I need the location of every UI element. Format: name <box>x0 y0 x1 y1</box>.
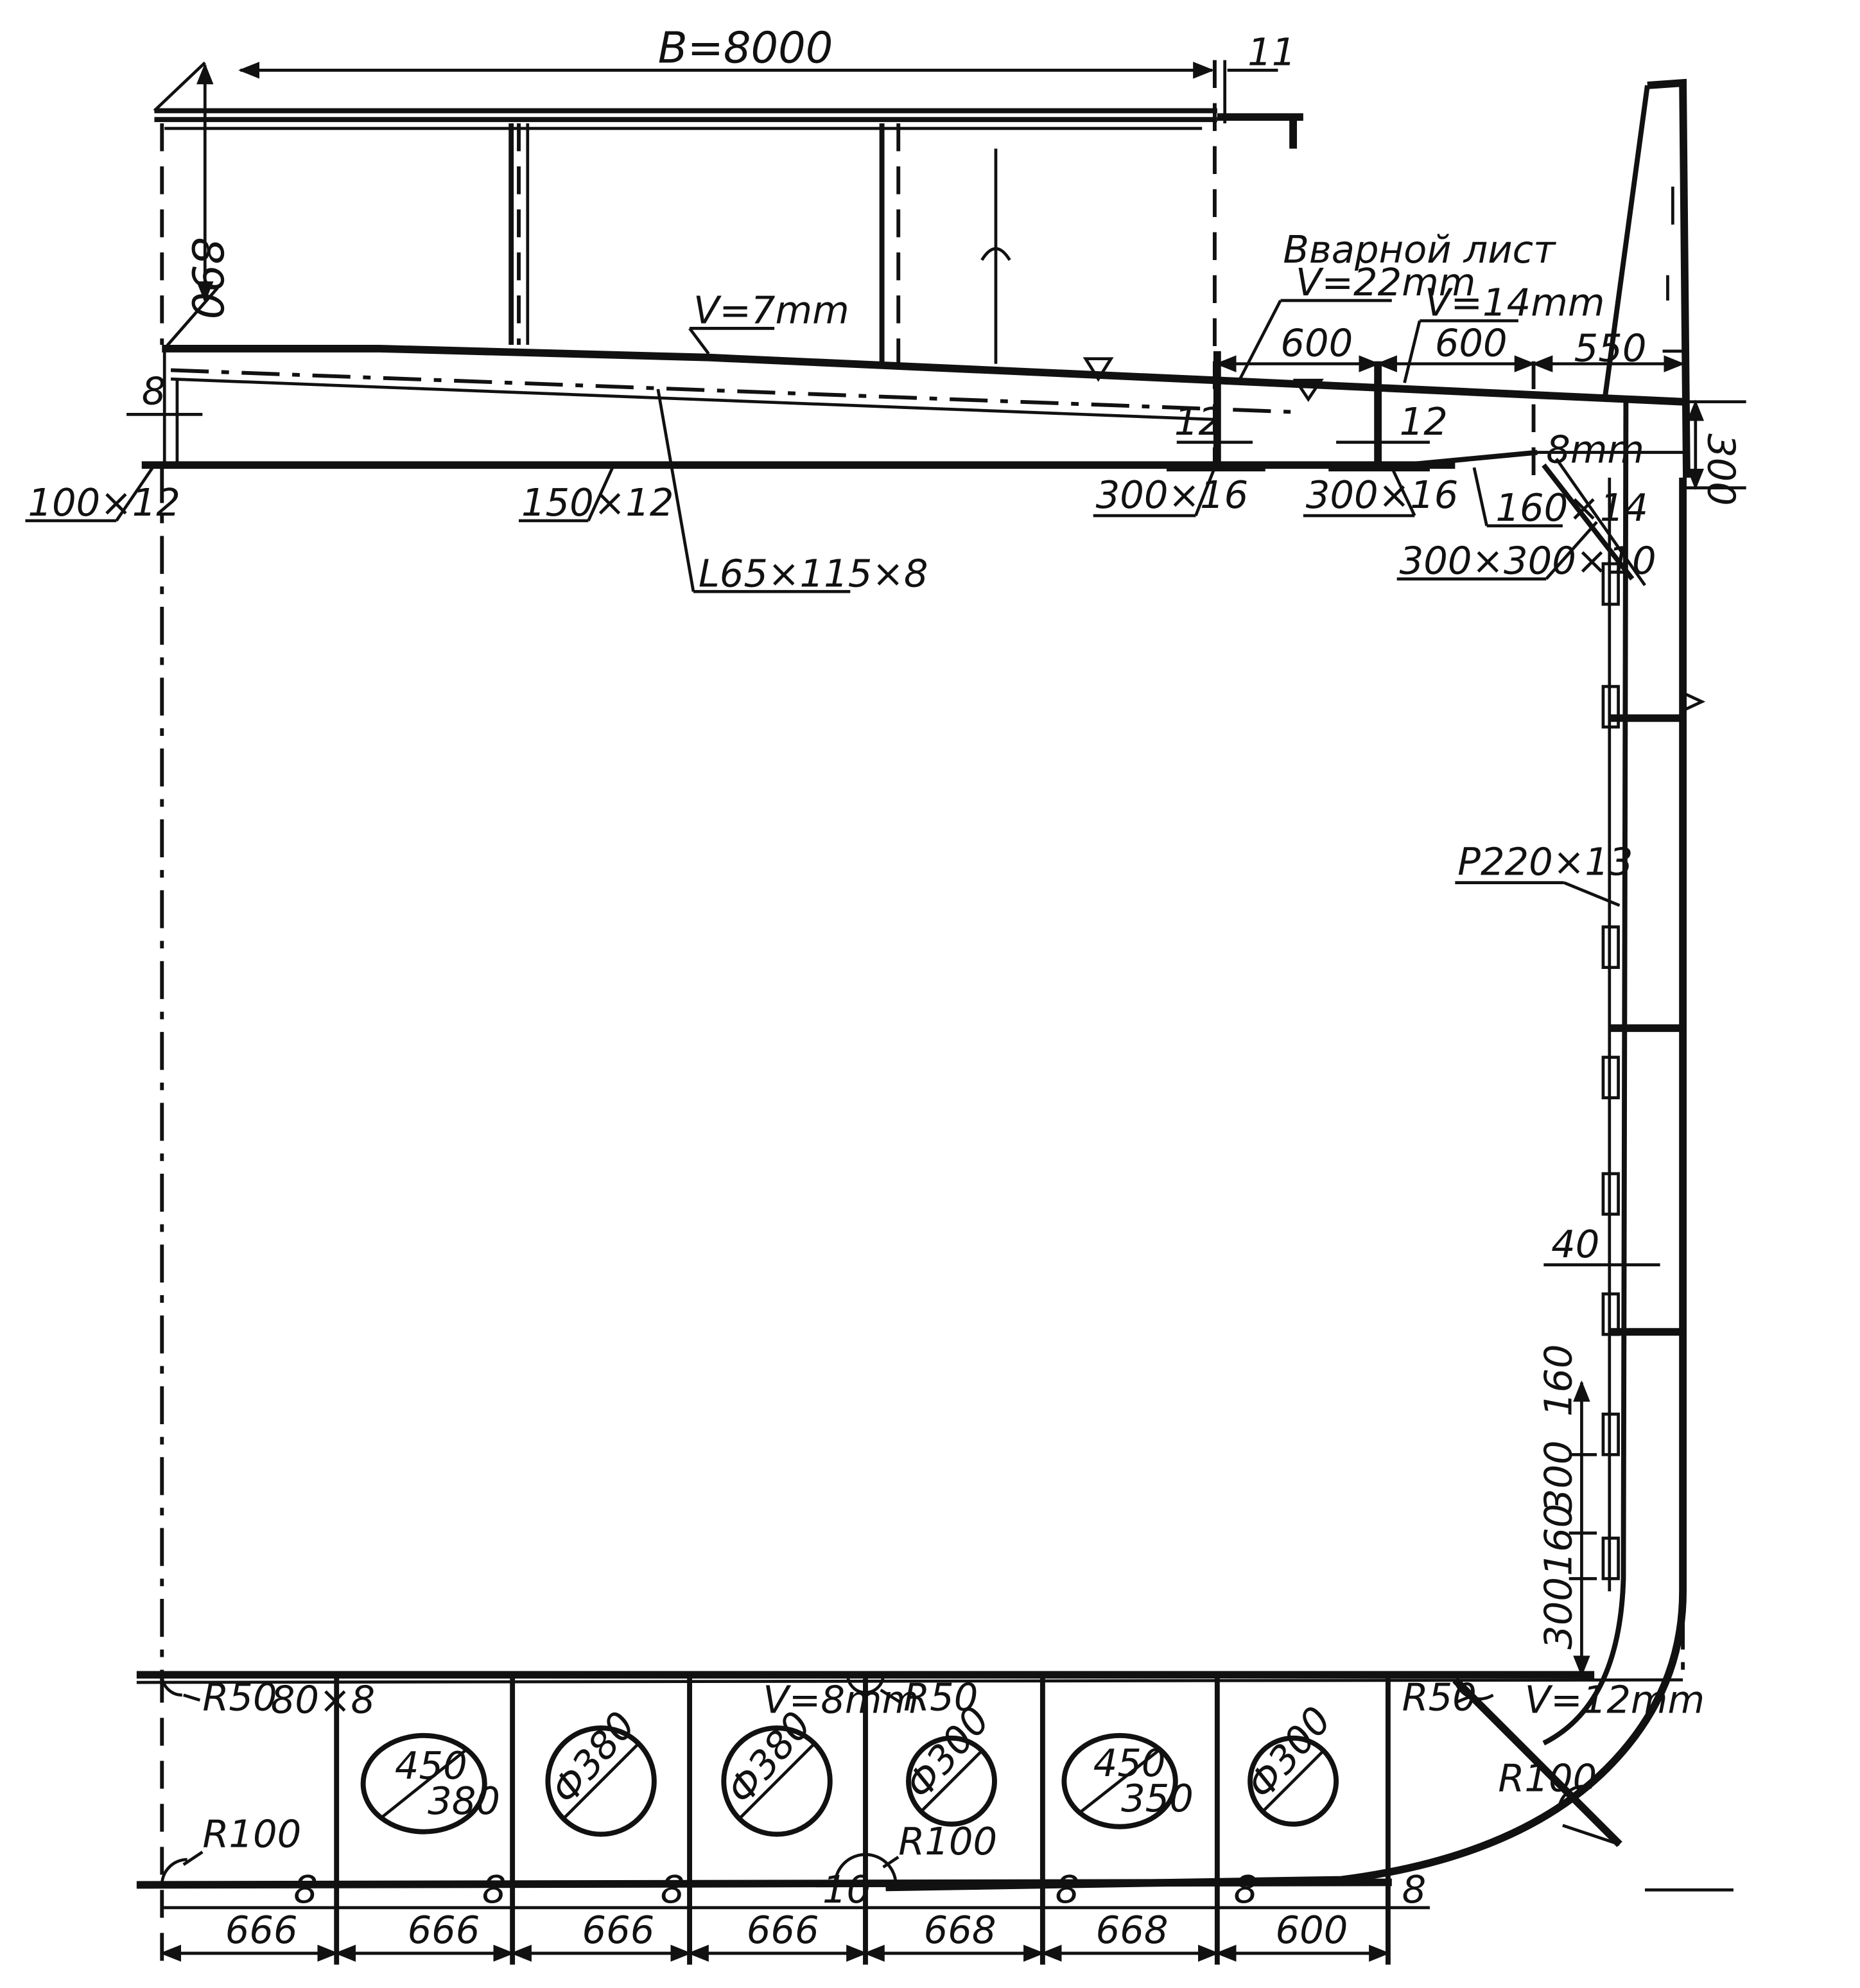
hole1-bottom: 380 <box>428 1779 500 1823</box>
dim-600b: 600 <box>1435 321 1508 365</box>
dim-12a: 12 <box>1174 399 1222 444</box>
gap-label: 11 <box>1247 30 1296 74</box>
top-dimensions: 600 600 550 300 8 12 12 <box>126 321 1746 506</box>
profile-100x12: 100×12 <box>28 480 180 525</box>
dim-300a: 300 <box>1536 1440 1581 1513</box>
radius-r50b: R50 <box>903 1675 978 1719</box>
hole-round-6 <box>1247 1735 1339 1827</box>
hatch-coaming <box>154 60 1303 472</box>
profile-frame: P220×13 <box>1457 840 1633 884</box>
side-dimensions: 40 160 300 160 300 <box>1536 1222 1660 1677</box>
radius-labels: R50 R50 R50 R100 R100 R100 <box>182 1675 1597 1869</box>
hole-round-3 <box>721 1725 833 1837</box>
thk-1: 8 <box>293 1867 318 1912</box>
bracket-plate-label: 8mm <box>1546 427 1644 471</box>
hole5-bottom: 350 <box>1121 1776 1194 1820</box>
dim-600a: 600 <box>1280 321 1353 365</box>
hole2-label: Ф380 <box>543 1703 644 1812</box>
plate-labels: V=7mm Вварной лист V=22mm V=14mm 8mm V=1… <box>688 227 1705 1722</box>
hole1-top: 450 <box>395 1743 467 1788</box>
radius-r50c: R50 <box>1402 1675 1477 1719</box>
breadth-dimension: В=8000 11 <box>153 23 1296 112</box>
profile-angle: L65×115×8 <box>699 551 928 595</box>
hole-oval-1 <box>360 1732 487 1835</box>
spacing-7: 600 <box>1276 1908 1348 1952</box>
double-bottom <box>136 1671 1734 1965</box>
deck-structure <box>141 345 1683 586</box>
spacing-4: 666 <box>747 1908 819 1952</box>
thk-4: 10 <box>822 1867 871 1912</box>
spacing-2: 666 <box>408 1908 480 1952</box>
dim-300b: 300 <box>1536 1577 1581 1650</box>
spacing-5: 668 <box>924 1908 996 1952</box>
breadth-label: В=8000 <box>658 23 833 73</box>
height-label: 890 <box>182 237 232 319</box>
thk-3: 8 <box>661 1867 685 1912</box>
dim-40: 40 <box>1551 1222 1599 1266</box>
bottom-thickness: 8 8 8 10 8 8 8 <box>293 1867 1426 1912</box>
thk-7: 8 <box>1402 1867 1427 1912</box>
dim-300: 300 <box>1699 433 1744 506</box>
dim-160a: 160 <box>1536 1344 1581 1417</box>
bottom-plate-label: V=8mm <box>763 1677 919 1722</box>
profile-300x300x10: 300×300×10 <box>1400 539 1656 583</box>
spacing-3: 666 <box>582 1908 655 1952</box>
hole-oval-5 <box>1061 1732 1178 1829</box>
profile-300x16b: 300×16 <box>1306 473 1459 517</box>
dim-8: 8 <box>142 369 166 414</box>
radius-r50a: R50 <box>202 1675 277 1719</box>
thk-6: 8 <box>1233 1867 1258 1912</box>
deck-plate-label: V=7mm <box>693 288 849 333</box>
radius-r100b: R100 <box>898 1819 997 1863</box>
hole5-top: 450 <box>1093 1741 1166 1785</box>
bilge-plate-label: V=12mm <box>1525 1677 1705 1722</box>
radius-r100c: R100 <box>1498 1756 1597 1801</box>
floor-spacing: 666 666 666 666 668 668 600 <box>159 1908 1391 1962</box>
radius-r100a: R100 <box>202 1811 301 1856</box>
thk-5: 8 <box>1056 1867 1080 1912</box>
side-shell <box>885 78 1706 1892</box>
dim-550: 550 <box>1574 326 1647 371</box>
profile-labels: 100×12 150×12 L65×115×8 300×16 300×16 16… <box>25 388 1656 1722</box>
thk-2: 8 <box>482 1867 507 1912</box>
hole-round-4 <box>906 1735 997 1827</box>
hole-round-2 <box>545 1725 657 1837</box>
dim-160b: 160 <box>1536 1504 1581 1576</box>
profile-80x8: 80×8 <box>271 1677 375 1722</box>
insert-title-label: Вварной лист <box>1283 227 1556 272</box>
profile-300x16a: 300×16 <box>1096 473 1249 517</box>
dim-12b: 12 <box>1400 399 1448 444</box>
stringer-plate-label: V=14mm <box>1425 281 1604 325</box>
height-dimension: 890 <box>163 63 232 350</box>
spacing-1: 666 <box>225 1908 298 1952</box>
profile-160x14: 160×14 <box>1495 485 1648 530</box>
insert-plate-label: V=22mm <box>1296 260 1475 304</box>
spacing-6: 668 <box>1096 1908 1169 1952</box>
